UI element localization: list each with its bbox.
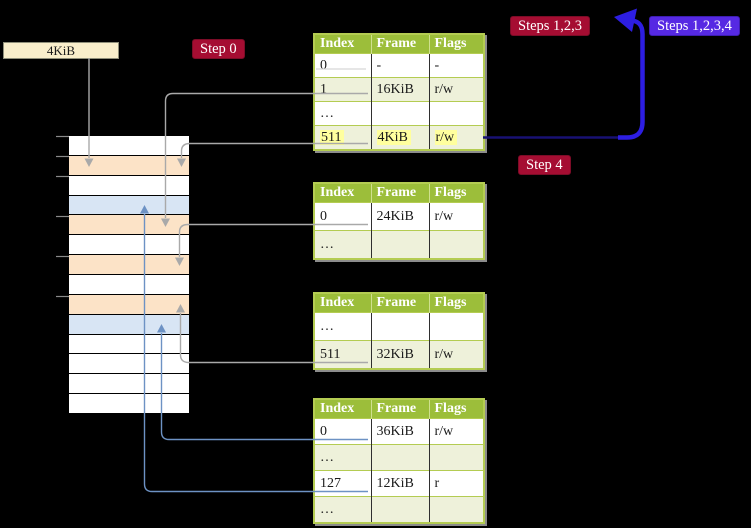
column-header-frame: Frame [371, 399, 430, 419]
column-header-flags: Flags [429, 183, 484, 203]
memory-row-1 [69, 136, 189, 156]
memory-row-7 [69, 255, 189, 276]
frame-address-box: 4KiB [3, 42, 119, 59]
page-table-4-row-…: … [314, 496, 484, 523]
table-cell: 0 [314, 418, 372, 445]
table-cell: r/w [429, 77, 484, 102]
memory-tick-marks [56, 135, 69, 298]
table-cell: 32KiB [371, 340, 430, 369]
table-cell: r/w [429, 418, 484, 445]
column-header-frame: Frame [371, 34, 430, 54]
table-cell: … [314, 230, 372, 259]
table-cell [429, 101, 484, 126]
column-header-index: Index [314, 34, 372, 54]
page-table-1-row-…: … [314, 101, 484, 126]
table-cell: 16KiB [371, 77, 430, 102]
memory-row-2 [69, 155, 189, 176]
table-cell [371, 496, 430, 523]
steps1234-badge: Steps 1,2,3,4 [649, 16, 740, 36]
column-header-flags: Flags [429, 399, 484, 419]
column-header-frame: Frame [371, 293, 430, 313]
memory-row-8 [69, 275, 189, 295]
table-cell: 511 [314, 125, 372, 150]
table-cell [371, 312, 430, 341]
column-header-flags: Flags [429, 293, 484, 313]
memory-row-5 [69, 215, 189, 236]
table-cell: 36KiB [371, 418, 430, 445]
memory-row-11 [69, 334, 189, 355]
table-cell [429, 496, 484, 523]
column-header-index: Index [314, 183, 372, 203]
table-cell: 1 [314, 77, 372, 102]
column-header-index: Index [314, 399, 372, 419]
table-cell: … [314, 444, 372, 471]
table-cell: … [314, 101, 372, 126]
table-cell [371, 230, 430, 259]
column-header-index: Index [314, 293, 372, 313]
memory-row-13 [69, 374, 189, 395]
memory-row-9 [69, 294, 189, 315]
page-table-3-row-…: … [314, 312, 484, 341]
table-cell: 127 [314, 470, 372, 497]
table-cell: 24KiB [371, 202, 430, 231]
table-cell: 12KiB [371, 470, 430, 497]
step0-badge: Step 0 [192, 39, 245, 59]
memory-row-4 [69, 195, 189, 216]
steps123-badge: Steps 1,2,3 [510, 16, 591, 36]
column-header-flags: Flags [429, 34, 484, 54]
table-cell [429, 312, 484, 341]
memory-row-3 [69, 175, 189, 196]
table-cell: - [371, 53, 430, 78]
step4-badge: Step 4 [518, 155, 571, 175]
page-table-1-row-0: 0-- [314, 53, 484, 78]
table-cell: 4KiB [371, 125, 430, 150]
physical-memory-stack [69, 136, 189, 415]
column-header-frame: Frame [371, 183, 430, 203]
table-cell: 511 [314, 340, 372, 369]
table-cell: … [314, 496, 372, 523]
memory-row-10 [69, 314, 189, 335]
table-cell [371, 101, 430, 126]
table-cell [429, 444, 484, 471]
table-cell: 0 [314, 53, 372, 78]
table-cell: - [429, 53, 484, 78]
memory-row-12 [69, 354, 189, 375]
memory-row-6 [69, 235, 189, 256]
page-table-2-row-…: … [314, 230, 484, 259]
table-cell [429, 230, 484, 259]
memory-row-14 [69, 394, 189, 415]
table-cell [371, 444, 430, 471]
table-cell: 0 [314, 202, 372, 231]
table-cell: … [314, 312, 372, 341]
table-cell: r/w [429, 125, 484, 150]
table-cell: r/w [429, 340, 484, 369]
page-table-4-row-…: … [314, 444, 484, 471]
table-cell: r/w [429, 202, 484, 231]
table-cell: r [429, 470, 484, 497]
